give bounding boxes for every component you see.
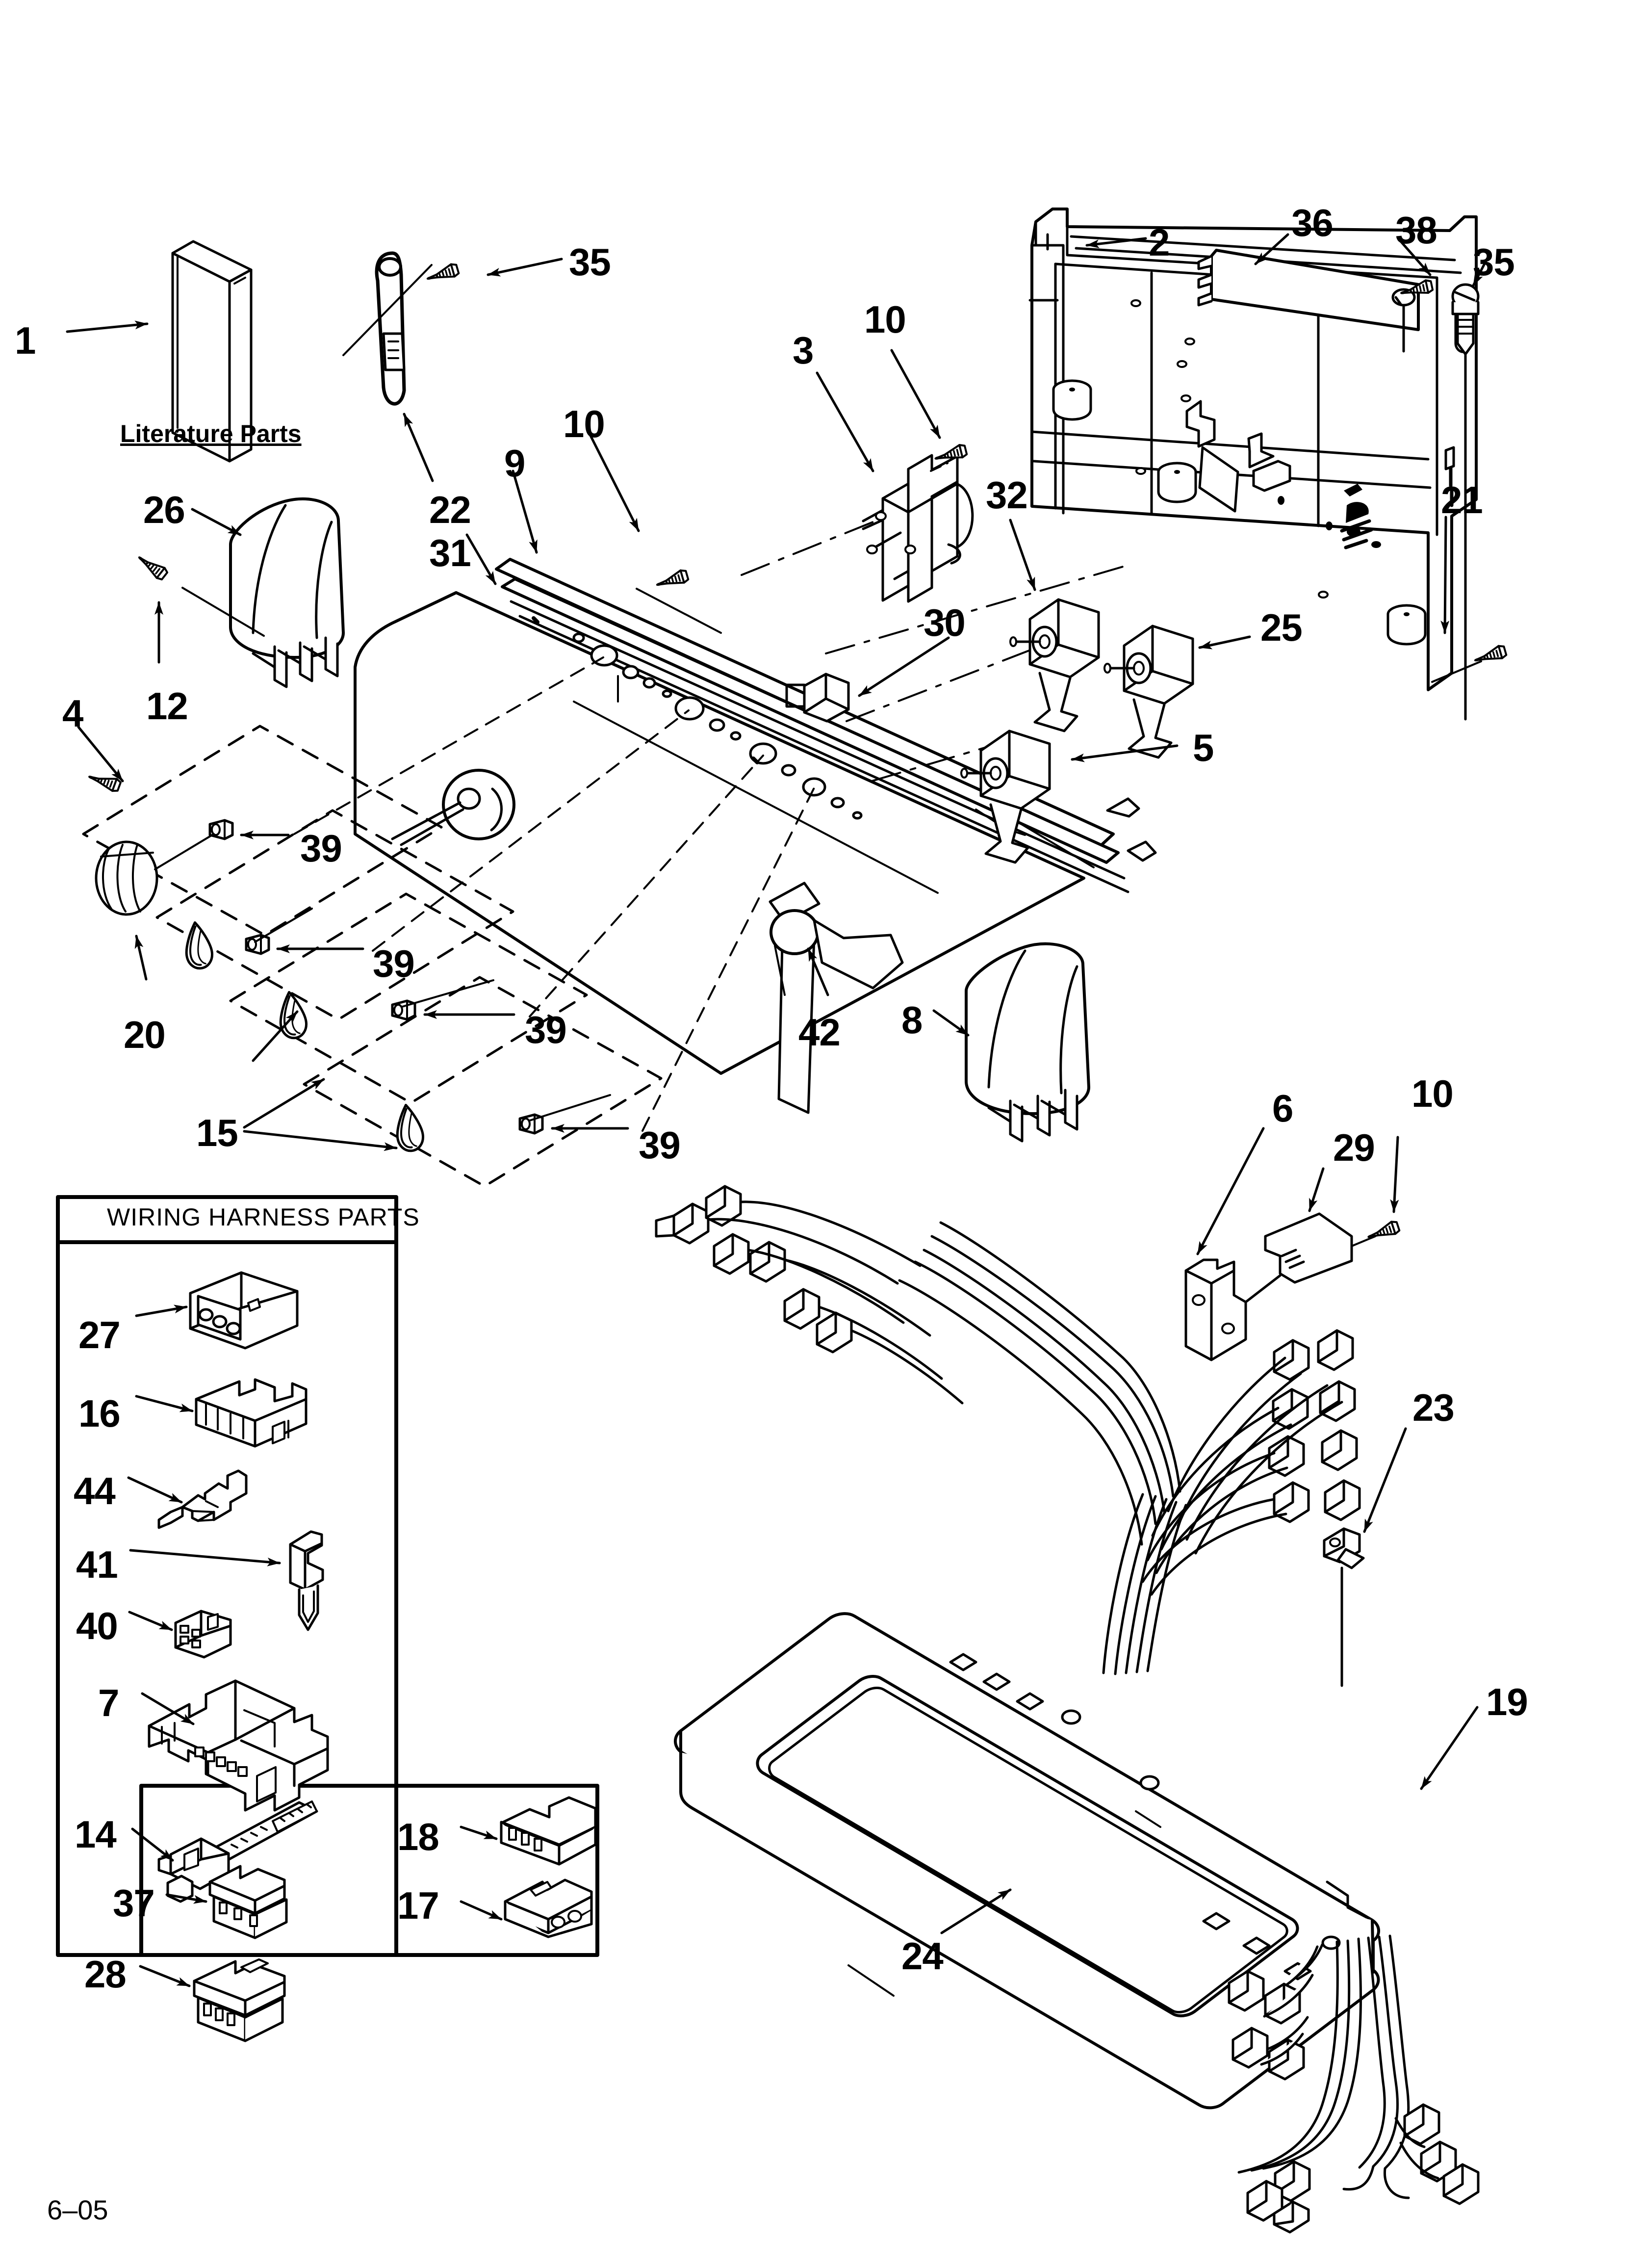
callout-36-mounting-plate: 36 <box>1291 201 1334 244</box>
literature-parts-book <box>171 240 253 463</box>
callout-31-bracket-hinge-alt: 31 <box>429 531 471 574</box>
callout-9-console-panel: 9 <box>504 442 525 485</box>
console-knob-shaft <box>391 769 515 846</box>
end-cap-right <box>965 942 1090 1143</box>
connector-housing <box>195 1378 308 1448</box>
timer-assembly <box>862 454 974 603</box>
callout-40-connector-small: 40 <box>76 1604 118 1647</box>
callout-6-harness-bracket: 6 <box>1272 1087 1293 1130</box>
callout-2-rear-panel-bracket: 2 <box>1149 221 1170 264</box>
callout-35-screw-upper-left: 35 <box>569 240 611 284</box>
bracket-hinge <box>375 251 406 406</box>
callout-10-screw-timer: 10 <box>864 298 906 341</box>
callout-37-connector-2pin-b: 37 <box>113 1881 155 1925</box>
connector-2pin-a <box>500 1796 597 1866</box>
capacitor-board <box>1244 1212 1353 1303</box>
callout-5-switch-rotary-lower: 5 <box>1193 726 1214 769</box>
connector-large <box>148 1679 329 1812</box>
callout-20-knob-dial: 20 <box>124 1013 166 1056</box>
switch-rotary-left <box>1010 600 1099 731</box>
callout-27-connector-3pin: 27 <box>78 1313 121 1356</box>
callout-4-screw-console: 4 <box>62 692 83 735</box>
callout-38-screw-plate: 38 <box>1395 209 1437 252</box>
connector-4pin <box>193 1958 286 2042</box>
retainer-clip <box>1323 1527 1365 1569</box>
callout-16-connector-housing: 16 <box>78 1392 121 1435</box>
callout-12-screw-endcap: 12 <box>146 684 188 728</box>
mounting-plate <box>1197 249 1420 353</box>
knob-bushing-1 <box>210 820 232 839</box>
callout-24-washer-top-panel: 24 <box>901 1934 944 1978</box>
clip-wire <box>785 673 850 723</box>
connector-2pin-b <box>208 1865 288 1939</box>
callout-10-screw-harness: 10 <box>1411 1072 1454 1115</box>
knob-bushing-4 <box>393 1103 542 1152</box>
callout-19-lower-harness: 19 <box>1486 1680 1528 1723</box>
callout-41-wire-clip: 41 <box>76 1543 118 1586</box>
knob-bushing-2 <box>182 921 269 970</box>
washer-top-panel <box>674 1612 1380 2110</box>
callout-17-connector-2pin-c: 17 <box>397 1884 439 1927</box>
right-harness-fan <box>1141 1329 1361 1596</box>
callout-10-screw-console-upper: 10 <box>563 402 605 445</box>
knob-dial <box>95 840 158 916</box>
callout-42-console-trim: 42 <box>798 1011 841 1054</box>
callout-35-screw-upper-right: 35 <box>1473 240 1515 284</box>
upper-harness <box>655 1185 1181 1546</box>
screw-upper-right <box>1451 283 1480 721</box>
connector-3pin <box>189 1271 299 1350</box>
callout-8-end-cap-right: 8 <box>901 998 923 1042</box>
lower-harness <box>1228 1934 1480 2234</box>
callout-32-switch-rotary-left: 32 <box>986 473 1028 517</box>
connector-2pin-c <box>504 1878 593 1938</box>
callout-39-knob-bushing-1: 39 <box>300 827 342 870</box>
end-cap-left <box>229 497 345 688</box>
console-trim <box>769 882 904 1114</box>
callout-3-timer-assembly: 3 <box>793 329 814 372</box>
callout-39-knob-bushing-3: 39 <box>525 1008 567 1051</box>
wiring-harness-box-frame <box>56 1195 599 1957</box>
callout-14-cable-tie: 14 <box>75 1813 117 1856</box>
callout-22-bracket-hinge: 22 <box>429 488 471 531</box>
callout-28-connector-4pin: 28 <box>84 1953 127 1996</box>
page-number: 6–05 <box>47 2194 108 2225</box>
switch-rotary-mid <box>1104 626 1193 757</box>
callout-30-clip-wire: 30 <box>924 601 966 644</box>
callout-44-terminal-pin: 44 <box>74 1469 116 1512</box>
screw-console-upper <box>655 569 689 590</box>
wire-clip <box>289 1530 324 1631</box>
callout-39-knob-bushing-4: 39 <box>639 1123 681 1167</box>
callout-29-capacitor-board: 29 <box>1333 1126 1375 1169</box>
callout-25-switch-rotary-mid: 25 <box>1260 606 1303 649</box>
callout-18-connector-2pin-a: 18 <box>397 1815 439 1858</box>
callout-15-knob-set: 15 <box>196 1111 238 1154</box>
screw-endcap <box>136 551 168 581</box>
callout-1-literature-parts-book: 1 <box>15 319 36 362</box>
callout-39-knob-bushing-2: 39 <box>373 942 415 985</box>
rear-panel-bracket <box>1028 208 1478 691</box>
callout-23-retainer-clip: 23 <box>1412 1386 1455 1429</box>
callout-26-end-cap-left: 26 <box>143 488 185 531</box>
callout-21-screw-right-lower: 21 <box>1441 478 1483 521</box>
harness-bracket <box>1184 1258 1247 1361</box>
terminal-pin <box>157 1469 248 1529</box>
literature-parts-caption: Literature Parts <box>120 420 302 447</box>
harness-to-top <box>1102 1493 1187 1675</box>
callout-7-connector-large: 7 <box>98 1681 119 1724</box>
wiring-harness-box-title: WIRING HARNESS PARTS <box>107 1203 420 1231</box>
connector-small <box>174 1610 232 1659</box>
